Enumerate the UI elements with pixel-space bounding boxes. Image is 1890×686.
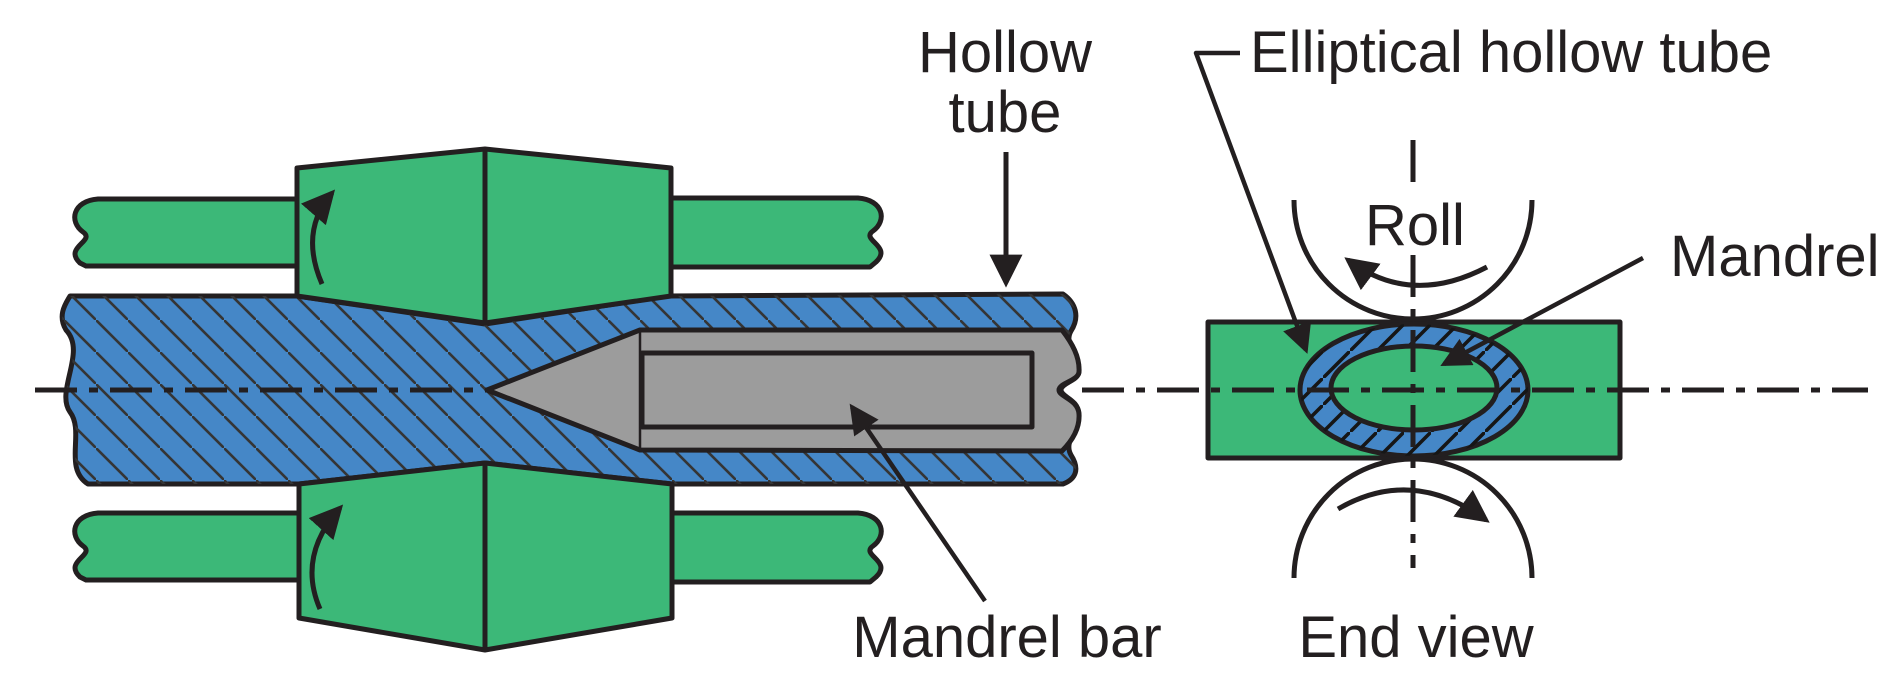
- elliptical-hollow-tube-callout: Elliptical hollow tube: [1193, 20, 1772, 354]
- mandrel-bar-outline: [639, 350, 1035, 430]
- mandrel-bar-callout: Mandrel bar: [849, 403, 1162, 670]
- elliptical-tube-leader-arrow: [1193, 50, 1312, 354]
- hollow-tube-label-line1: Hollow: [918, 20, 1093, 85]
- end-view: Elliptical hollow tube Roll Mandrel End …: [1082, 20, 1880, 670]
- top-roll-rotation-arrow-end: [1344, 257, 1489, 291]
- end-view-caption: End view: [1298, 605, 1534, 670]
- mandrel-bar-label: Mandrel bar: [852, 605, 1161, 670]
- top-roll-rotation-arrow: [300, 189, 336, 285]
- mandrel-callout: Mandrel: [1440, 224, 1880, 366]
- hollow-tube-callout: Hollow tube: [918, 20, 1093, 288]
- top-roll-group: [72, 146, 884, 326]
- bottom-roll-rotation-arrow: [308, 504, 344, 610]
- roll-label: Roll: [1365, 193, 1465, 258]
- top-roll-shaft-left: [72, 196, 300, 269]
- mandrel-bar-leader-arrow: [849, 403, 987, 603]
- mandrel-label: Mandrel: [1670, 224, 1880, 289]
- mandrel-assembly: [484, 327, 1082, 454]
- top-roll-shaft-right: [668, 195, 884, 270]
- elliptical-hollow-tube-label: Elliptical hollow tube: [1250, 20, 1772, 85]
- bottom-roll-group: [72, 460, 884, 653]
- bottom-roll-shaft-left: [72, 510, 302, 583]
- mandrel-leader-arrow: [1440, 256, 1645, 366]
- bottom-roll-shaft-right: [669, 510, 884, 585]
- top-roll-arc: [1291, 199, 1535, 322]
- side-view: Hollow tube Mandrel bar: [35, 20, 1162, 670]
- mandrel-head: [484, 327, 1082, 454]
- hollow-tube-label-line2: tube: [949, 80, 1062, 145]
